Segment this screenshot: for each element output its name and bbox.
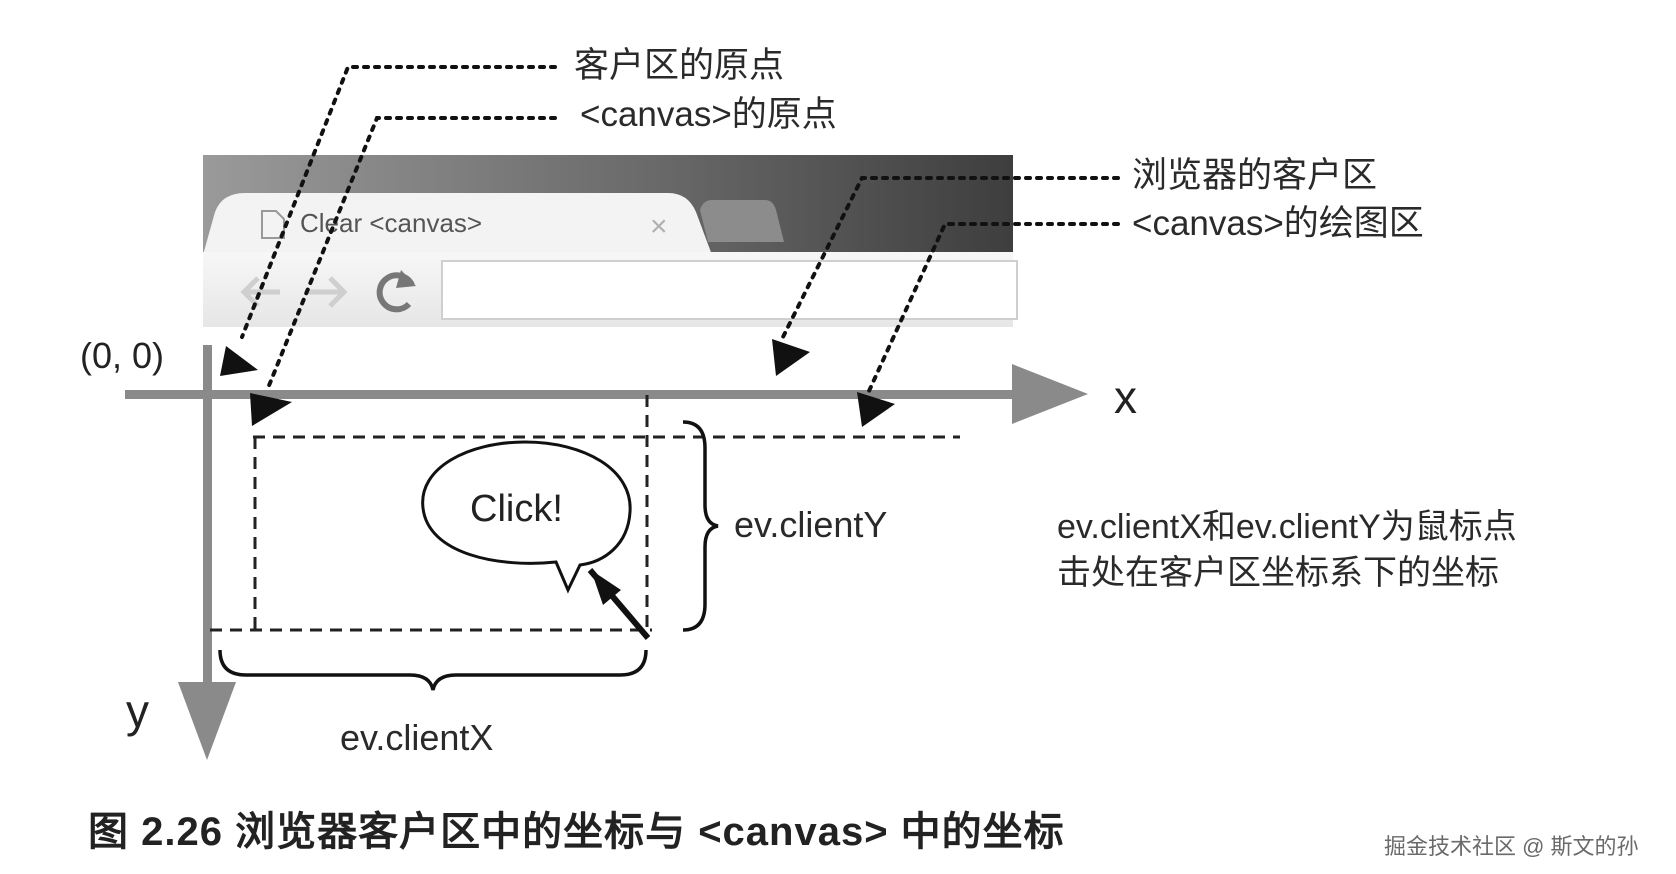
y-axis-label: y: [126, 685, 149, 737]
arrowhead-canvas-area: [857, 392, 895, 427]
page-icon: [261, 210, 285, 239]
label-client-area: 浏览器的客户区: [1132, 156, 1378, 195]
canvas-drawing-area: [210, 395, 960, 632]
client-y-label: ev.clientY: [734, 504, 888, 545]
note-line-1: ev.clientX和ev.clientY为鼠标点: [1057, 508, 1517, 546]
browser-tab[interactable]: [203, 193, 712, 255]
leader-client-origin: [240, 65, 557, 339]
forward-icon[interactable]: [308, 276, 348, 308]
reload-icon[interactable]: [376, 270, 416, 313]
click-text: Click!: [470, 488, 563, 530]
leader-client-area: [780, 176, 1120, 341]
client-x-brace: [218, 649, 648, 691]
click-speech-bubble: [421, 440, 632, 594]
tab-title: Clear <canvas>: [300, 208, 482, 238]
address-bar[interactable]: [441, 260, 1018, 320]
x-axis-arrowhead: [1012, 364, 1088, 424]
figure-caption: 图 2.26 浏览器客户区中的坐标与 <canvas> 中的坐标: [88, 810, 1065, 854]
arrowhead-client-area: [772, 339, 810, 376]
label-canvas-area: <canvas>的绘图区: [1132, 204, 1424, 243]
client-y-brace: [682, 420, 719, 632]
back-icon[interactable]: [240, 276, 280, 308]
browser-window: Clear <canvas> ×: [203, 155, 1018, 365]
arrowhead-canvas-origin: [250, 393, 292, 426]
y-axis: [178, 345, 236, 760]
tab-close-icon[interactable]: ×: [650, 210, 668, 243]
arrowhead-client-origin: [220, 346, 258, 376]
x-axis-label: x: [1114, 371, 1137, 423]
leader-lines: [240, 65, 1120, 393]
y-axis-arrowhead: [178, 682, 236, 760]
x-axis: [125, 364, 1088, 424]
note-line-2: 击处在客户区坐标系下的坐标: [1057, 554, 1499, 592]
mouse-cursor-icon: [587, 568, 651, 640]
leader-arrowheads: [220, 339, 895, 427]
origin-label: (0, 0): [80, 335, 165, 376]
watermark: 掘金技术社区 @ 斯文的孙: [1384, 834, 1639, 859]
label-canvas-origin: <canvas>的原点: [580, 95, 837, 134]
new-tab-button[interactable]: [700, 200, 784, 242]
leader-canvas-origin: [266, 116, 557, 390]
leader-canvas-area: [867, 222, 1120, 393]
label-client-origin: 客户区的原点: [574, 46, 785, 85]
client-x-label: ev.clientX: [340, 717, 494, 758]
